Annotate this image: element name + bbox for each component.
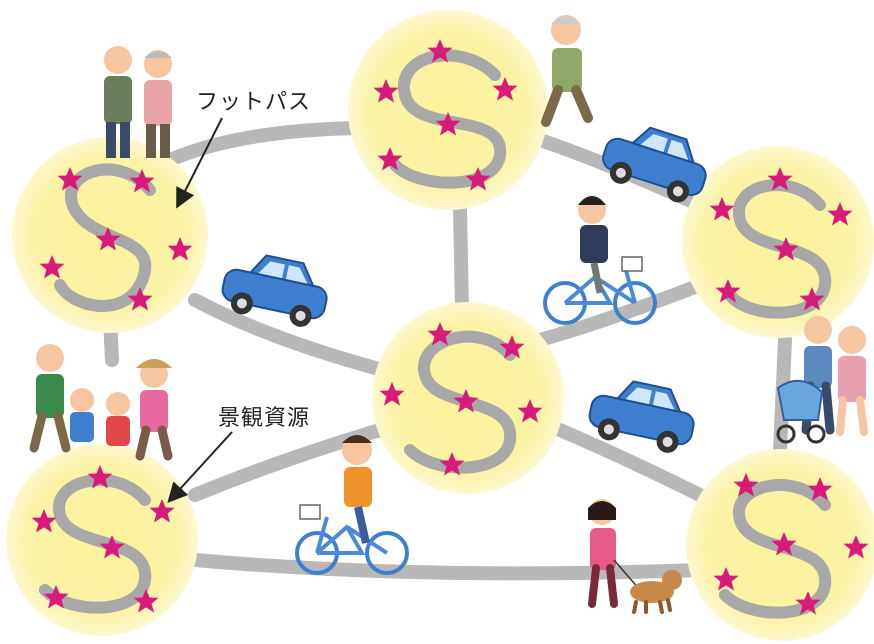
pedestrian-icon-family	[29, 344, 173, 461]
path-center-topright	[533, 278, 707, 347]
pedestrian-icon-elderly-couple	[104, 46, 172, 158]
stroller-icon	[776, 380, 826, 444]
landscape-resource-center	[372, 302, 564, 494]
car-icon	[602, 126, 707, 203]
footpath-label: フットパス	[196, 90, 312, 115]
landscape-resource-bottomleft	[6, 444, 198, 636]
annotation-arrow-landscape	[167, 431, 233, 503]
path-center-bottomright	[553, 423, 717, 507]
annotation-arrow-footpath	[176, 117, 223, 209]
path-topleft-center	[188, 293, 397, 379]
dog-icon	[630, 570, 682, 614]
bicycle-icon	[543, 196, 657, 325]
landscape-resource-label: 景観資源	[218, 406, 311, 431]
car-icon	[221, 254, 328, 327]
path-topleft-top	[163, 121, 367, 167]
path-top-center	[453, 203, 469, 317]
landscape-resource-topright	[682, 146, 874, 338]
car-icon	[588, 380, 695, 453]
landscape-resource-bottomright	[686, 449, 874, 641]
landscape-resource-top	[348, 10, 548, 210]
pedestrian-icon-girl-with-dog	[588, 499, 641, 608]
bicycle-icon	[295, 435, 409, 575]
pedestrian-icon-elderly-walker	[541, 15, 593, 127]
landscape-resource-topleft	[12, 137, 208, 333]
